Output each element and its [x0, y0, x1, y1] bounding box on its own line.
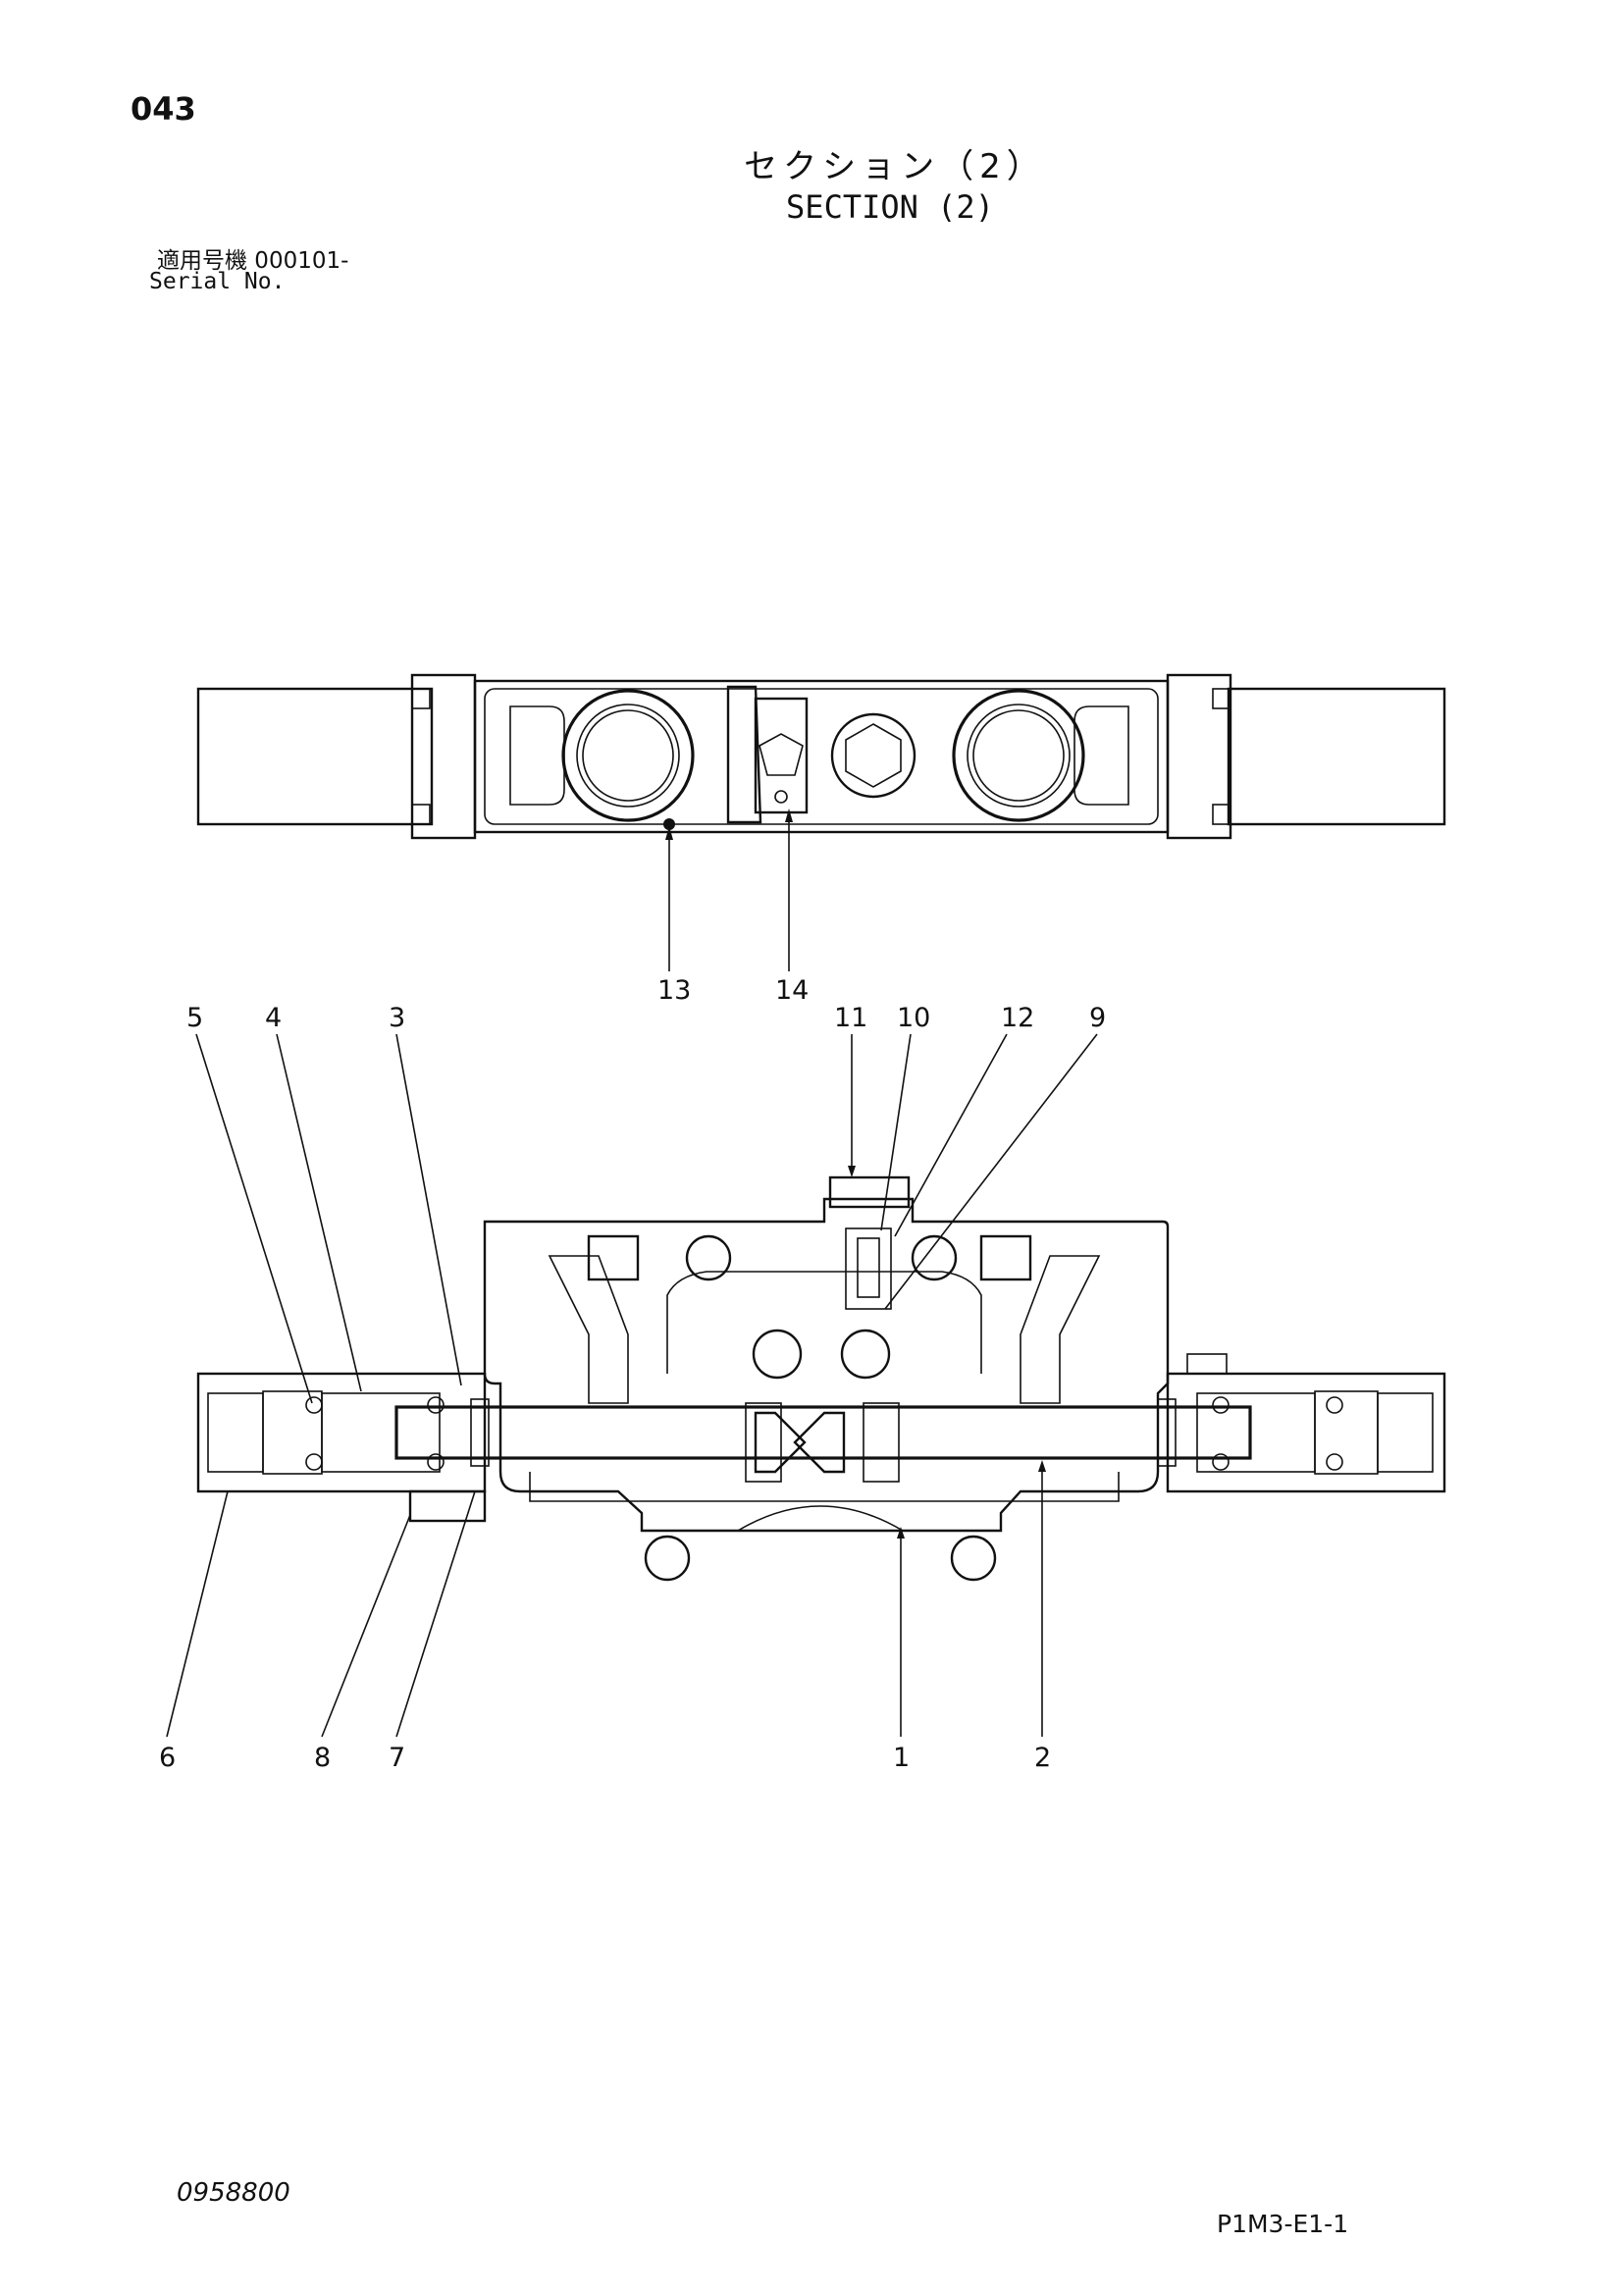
callout-6: 6 — [159, 1743, 176, 1773]
serial-number-label-english: Serial No. — [149, 269, 286, 294]
callout-9: 9 — [1089, 1003, 1106, 1033]
page-code: P1M3-E1-1 — [1217, 2210, 1349, 2238]
section-view — [196, 1175, 1446, 1582]
spool — [394, 1405, 1252, 1460]
drawing-number: 0958800 — [177, 2178, 290, 2208]
callout-13: 13 — [657, 975, 691, 1006]
top-view-leaders — [665, 809, 793, 971]
callout-labels: 13 14 5 4 3 11 10 12 9 6 8 7 1 2 — [159, 975, 1106, 1773]
valve-body-top — [473, 679, 1170, 834]
page-title-english: SECTION (2) — [786, 188, 994, 226]
callout-8: 8 — [314, 1743, 331, 1773]
callout-10: 10 — [897, 1003, 930, 1033]
right-spring-cover — [1166, 1372, 1446, 1493]
spring-right — [1212, 1396, 1343, 1471]
callout-12: 12 — [1001, 1003, 1034, 1033]
right-flange — [1166, 673, 1232, 840]
left-flange — [410, 673, 477, 840]
port-left — [561, 689, 695, 822]
top-view — [196, 673, 1446, 840]
callout-4: 4 — [265, 1003, 282, 1033]
valve-housing — [483, 1197, 1170, 1533]
callout-14: 14 — [775, 975, 809, 1006]
left-spring-cover — [196, 1372, 487, 1493]
callout-1: 1 — [893, 1743, 910, 1773]
callout-11: 11 — [834, 1003, 867, 1033]
callout-7: 7 — [389, 1743, 405, 1773]
callout-2: 2 — [1034, 1743, 1051, 1773]
serial-number-label-japanese: 適用号機 000101- — [157, 248, 349, 274]
relief-plug — [828, 1175, 911, 1209]
port-right — [952, 689, 1085, 822]
callout-5: 5 — [186, 1003, 203, 1033]
spring-left — [305, 1396, 445, 1471]
callout-3: 3 — [389, 1003, 405, 1033]
left-end-cap — [196, 687, 434, 826]
plug-center — [830, 712, 916, 799]
page-number: 043 — [131, 90, 196, 128]
right-end-cap — [1227, 687, 1446, 826]
o-ring-marker — [663, 818, 675, 830]
page-title-japanese: セクション（2） — [744, 147, 1046, 186]
section-view-leaders — [166, 1033, 1098, 1738]
